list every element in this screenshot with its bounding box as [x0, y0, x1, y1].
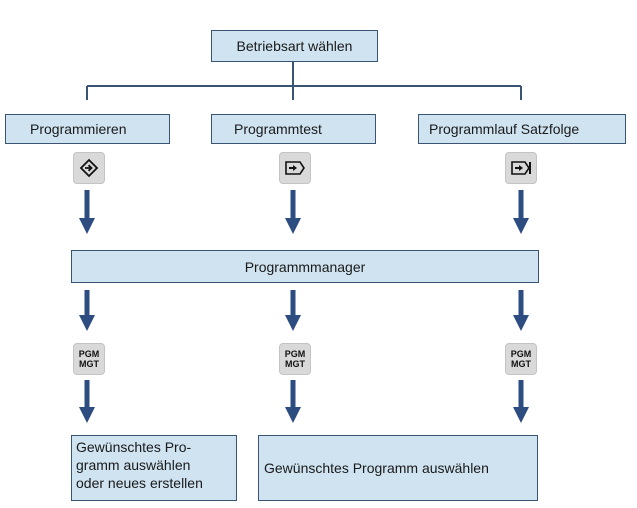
arrow-head — [513, 407, 529, 423]
mode-label-program-run: Programmlauf Satzfolge — [429, 121, 580, 137]
program-manager-box: Programmmanager — [71, 250, 539, 283]
result-label-select: Gewünschtes Programm auswählen — [264, 460, 489, 476]
arrow-shaft — [290, 290, 296, 317]
pgm-key-line1: PGM — [78, 349, 100, 359]
mode-select-label: Betriebsart wählen — [236, 38, 353, 54]
pgm-key-line1: PGM — [284, 349, 306, 359]
result-box-select: Gewünschtes Programm auswählen — [258, 435, 538, 501]
program-manager-label: Programmmanager — [244, 258, 366, 275]
arrow-shaft — [290, 380, 296, 409]
arrow-shaft — [84, 380, 90, 409]
program-run-key[interactable] — [505, 152, 537, 184]
arrow-shaft — [290, 190, 296, 220]
mode-box-programming: Programmieren — [5, 114, 170, 144]
mode-box-program-test: Programmtest — [211, 114, 376, 144]
arrow-shaft — [84, 290, 90, 317]
arrow-shaft — [84, 190, 90, 220]
programming-mode-key[interactable] — [73, 152, 105, 184]
arrow-head — [285, 315, 301, 331]
pgm-key-line2: MGT — [285, 359, 305, 369]
arrow-shaft — [518, 380, 524, 409]
arrow-shaft — [518, 190, 524, 220]
arrow-head — [513, 315, 529, 331]
result-box-select-or-create: Gewünschtes Pro- gramm auswählen oder ne… — [71, 435, 237, 501]
programming-mode-icon — [79, 158, 99, 178]
program-test-key[interactable] — [279, 152, 311, 184]
pgm-mgt-key[interactable]: PGM MGT — [279, 343, 311, 375]
mode-box-program-run: Programmlauf Satzfolge — [418, 114, 626, 144]
arrow-head — [285, 218, 301, 234]
result-label-select-or-create: Gewünschtes Pro- gramm auswählen oder ne… — [76, 439, 203, 491]
pgm-mgt-key[interactable]: PGM MGT — [505, 343, 537, 375]
tree-connector — [86, 62, 522, 100]
pgm-key-line2: MGT — [511, 359, 531, 369]
mode-label-program-test: Programmtest — [234, 121, 322, 137]
arrow-head — [285, 407, 301, 423]
arrow-head — [79, 407, 95, 423]
pgm-mgt-key[interactable]: PGM MGT — [73, 343, 105, 375]
arrow-head — [513, 218, 529, 234]
arrow-shaft — [518, 290, 524, 317]
program-run-full-sequence-icon — [511, 161, 531, 175]
mode-select-box: Betriebsart wählen — [211, 30, 378, 62]
program-test-icon — [285, 161, 305, 175]
flow-arrows — [79, 190, 529, 423]
mode-label-programming: Programmieren — [30, 121, 127, 137]
arrow-head — [79, 315, 95, 331]
pgm-key-line2: MGT — [79, 359, 99, 369]
arrow-head — [79, 218, 95, 234]
pgm-key-line1: PGM — [510, 349, 532, 359]
